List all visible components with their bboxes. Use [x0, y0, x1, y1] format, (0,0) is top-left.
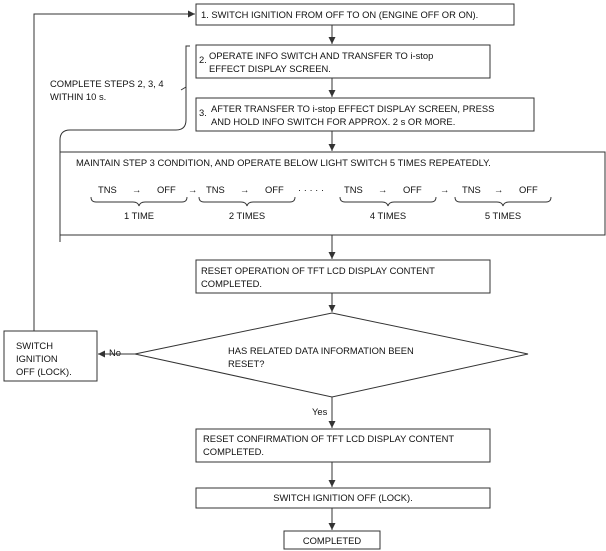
note-line2: WITHIN 10 s. [50, 91, 106, 102]
seq-arrow-5: → [440, 184, 449, 195]
decision-line2: RESET? [228, 358, 264, 369]
seq-arrow-2: → [188, 184, 197, 195]
brace-4 [454, 196, 552, 207]
tns-off-sequence: TNS → OFF → TNS → OFF · · · · · TNS → OF… [98, 184, 538, 195]
decision-line1: HAS RELATED DATA INFORMATION BEEN [228, 345, 414, 356]
count-1: 1 TIME [124, 210, 154, 221]
seq-tns-4: TNS [462, 184, 481, 195]
seq-off-1: OFF [157, 184, 176, 195]
reset-operation-line1: RESET OPERATION OF TFT LCD DISPLAY CONTE… [201, 265, 435, 276]
count-3: 4 TIMES [370, 210, 406, 221]
switch-ignition-off-box [3, 330, 98, 382]
arrow-loop-back-to-step1 [33, 10, 195, 331]
step3-line1: AFTER TRANSFER TO i-stop EFFECT DISPLAY … [211, 103, 494, 114]
seq-arrow-3: → [240, 184, 249, 195]
note-leader [180, 86, 187, 91]
seq-arrow-4: → [378, 184, 387, 195]
yes-label: Yes [312, 406, 328, 417]
no-box-line3: OFF (LOCK). [16, 366, 72, 377]
no-box-line1: SWITCH [16, 340, 53, 351]
seq-dots: · · · · · [298, 184, 324, 195]
reset-confirmation-box [195, 428, 491, 463]
step3-number: 3. [199, 107, 207, 118]
seq-off-4: OFF [519, 184, 538, 195]
step2-box [195, 44, 491, 79]
no-box-line2: IGNITION [16, 353, 58, 364]
count-2: 2 TIMES [229, 210, 265, 221]
seq-tns-3: TNS [344, 184, 363, 195]
brace-1 [90, 196, 188, 207]
step4-header: MAINTAIN STEP 3 CONDITION, AND OPERATE B… [76, 157, 491, 168]
no-label: No [109, 347, 121, 358]
seq-tns-2: TNS [206, 184, 225, 195]
reset-operation-line2: COMPLETED. [201, 278, 262, 289]
step1-text: 1. SWITCH IGNITION FROM OFF TO ON (ENGIN… [201, 9, 478, 20]
step2-line1: OPERATE INFO SWITCH AND TRANSFER TO i-st… [209, 50, 433, 61]
brace-3 [339, 196, 437, 207]
step3-box [195, 97, 535, 132]
switch-off-box [195, 487, 491, 509]
reset-confirmation-line1: RESET CONFIRMATION OF TFT LCD DISPLAY CO… [203, 433, 454, 444]
brace-2 [198, 196, 296, 207]
note-line1: COMPLETE STEPS 2, 3, 4 [50, 78, 164, 89]
step2-line2: EFFECT DISPLAY SCREEN. [209, 63, 331, 74]
completed-box [283, 530, 381, 550]
seq-tns-1: TNS [98, 184, 117, 195]
step1-box [195, 3, 515, 26]
switch-off-text: SWITCH IGNITION OFF (LOCK). [273, 492, 413, 503]
step4-box [59, 151, 606, 236]
reset-confirmation-line2: COMPLETED. [203, 446, 264, 457]
completed-text: COMPLETED [303, 535, 362, 546]
reset-operation-box [195, 259, 491, 294]
count-4: 5 TIMES [485, 210, 521, 221]
seq-arrow-6: → [494, 184, 503, 195]
seq-off-2: OFF [265, 184, 284, 195]
steps-bracket [59, 45, 190, 242]
seq-arrow-1: → [132, 184, 141, 195]
step3-line2: AND HOLD INFO SWITCH FOR APPROX. 2 s OR … [211, 116, 455, 127]
seq-off-3: OFF [403, 184, 422, 195]
step2-number: 2. [199, 54, 207, 65]
